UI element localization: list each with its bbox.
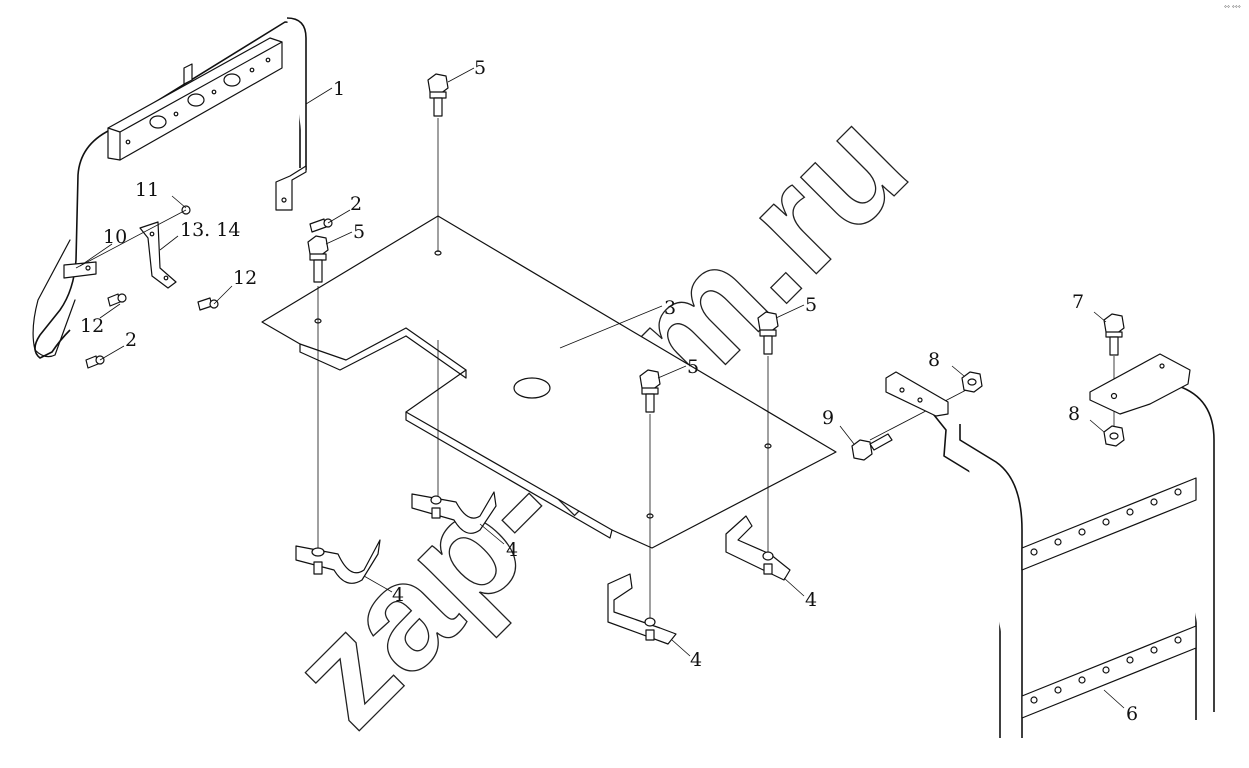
callout-6: 6	[1126, 703, 1138, 725]
callout-3: 3	[664, 297, 676, 319]
part-1-handle-frame	[32, 17, 307, 359]
part-4-brackets	[295, 491, 791, 645]
bolt-7	[1103, 313, 1125, 356]
callout-labels: 1 2 2 3 4 4 4 4 5 5 5 5 6 7 8 8 9 10 11 …	[80, 57, 1138, 725]
callout-2-upper: 2	[350, 193, 362, 215]
bracket-4d	[607, 573, 677, 645]
bracket-4c	[725, 515, 791, 581]
small-screws	[85, 205, 333, 369]
callout-8-right: 8	[1068, 403, 1080, 425]
ladder-fasteners	[851, 313, 1125, 461]
bolt-9	[851, 433, 893, 461]
assembly-lines	[75, 118, 1115, 620]
callout-12-left: 12	[80, 315, 104, 337]
part-3-main-plate	[261, 215, 837, 549]
nut-8b	[1103, 425, 1125, 447]
step-holes	[1030, 488, 1182, 704]
callout-4-left: 4	[392, 584, 404, 606]
part-6-ladder-frame	[885, 353, 1215, 738]
bolt-5d	[639, 369, 661, 413]
callout-2-lower: 2	[125, 329, 137, 351]
callout-10: 10	[103, 226, 127, 248]
callout-8-left: 8	[928, 349, 940, 371]
bracket-4a	[295, 539, 381, 584]
callout-11: 11	[135, 179, 159, 201]
callout-1: 1	[333, 78, 345, 100]
callout-9: 9	[822, 407, 834, 429]
bracket-4b	[411, 491, 497, 534]
callout-5-top: 5	[474, 57, 486, 79]
nut-8a	[961, 371, 983, 393]
callout-7: 7	[1072, 291, 1084, 313]
bolt-5c	[757, 311, 779, 355]
callout-5-center: 5	[687, 356, 699, 378]
part-5-bolts	[307, 73, 779, 413]
part-13-14-bracket	[139, 221, 177, 289]
corner-mark: °° °°°	[1224, 5, 1241, 12]
callout-5-right: 5	[805, 294, 817, 316]
bolt-5a	[427, 73, 449, 117]
callout-5-left: 5	[353, 221, 365, 243]
callout-4-right: 4	[805, 589, 817, 611]
callout-13-14: 13. 14	[180, 219, 240, 241]
callout-4-center: 4	[506, 539, 518, 561]
callout-4-bottom: 4	[690, 649, 702, 671]
bolt-5b	[307, 235, 329, 283]
callout-12-right: 12	[233, 267, 257, 289]
callout-leaders	[79, 67, 1125, 709]
